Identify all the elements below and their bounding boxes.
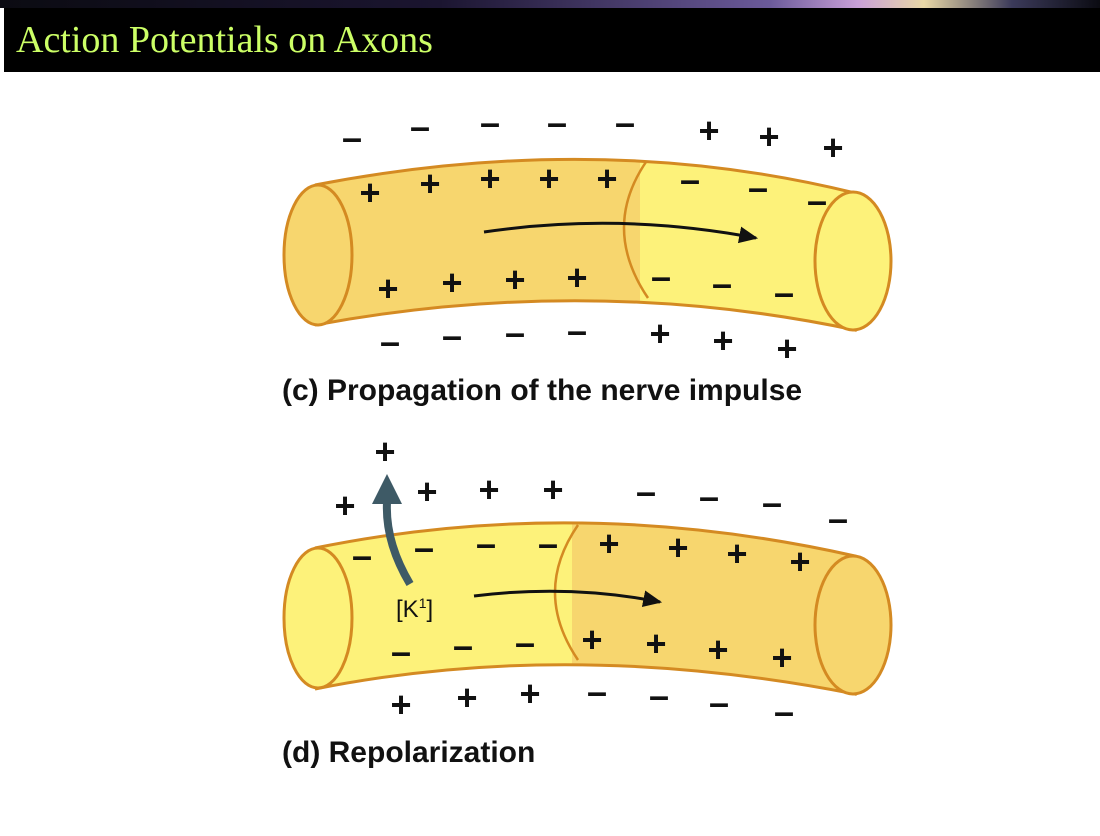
charge-symbol: + [822, 127, 843, 168]
charge-symbol: + [419, 163, 440, 204]
charge-symbol: – [442, 315, 462, 356]
charge-symbol: + [698, 110, 719, 151]
axon-c-left-cap [282, 183, 354, 327]
charge-symbol: – [587, 671, 607, 712]
axon-d [282, 521, 893, 696]
axon-c-boundary [622, 159, 650, 299]
charge-symbol: + [566, 257, 587, 298]
charge-symbol: + [789, 541, 810, 582]
charge-symbol: + [479, 158, 500, 199]
charge-symbol: – [567, 310, 587, 351]
charge-symbol: – [651, 256, 671, 297]
charge-symbol: – [515, 622, 535, 663]
charge-symbol: + [596, 158, 617, 199]
impulse-direction-arrow-c [483, 221, 759, 244]
charge-symbol: + [334, 485, 355, 526]
axon-c [282, 157, 893, 332]
top-decorative-strip [0, 0, 1100, 8]
charge-symbol: – [410, 106, 430, 147]
axon-d-right-cap [813, 554, 893, 696]
charge-symbol: – [807, 180, 827, 221]
panel-d-charges: + + + + + – – – – – – – – + + + + – – – … [334, 431, 848, 732]
axon-d-left-cap [282, 546, 354, 690]
charge-symbol: – [453, 625, 473, 666]
charge-symbol: – [774, 272, 794, 313]
charge-symbol: + [581, 619, 602, 660]
charge-symbol: – [480, 102, 500, 143]
charge-symbol: + [441, 262, 462, 303]
potassium-ion-label: [K1] [396, 595, 433, 623]
charge-symbol: – [649, 675, 669, 716]
charge-symbol: – [699, 476, 719, 517]
charge-symbol: + [374, 431, 395, 472]
charge-symbol: + [519, 673, 540, 714]
charge-symbol: + [377, 268, 398, 309]
charge-symbol: – [712, 263, 732, 304]
charge-symbol: + [645, 623, 666, 664]
impulse-direction-arrow-d [473, 589, 663, 607]
charge-symbol: + [390, 684, 411, 725]
charge-symbol: + [538, 158, 559, 199]
charge-symbol: + [771, 637, 792, 678]
title-bar: Action Potentials on Axons [4, 8, 1100, 72]
charge-symbol: – [709, 682, 729, 723]
charge-symbol: + [649, 313, 670, 354]
panel-c-charges: – – – – – + + + + + + + + – – – + + + + … [342, 102, 844, 369]
charge-symbol: – [414, 527, 434, 568]
charge-symbol: – [476, 523, 496, 564]
charge-symbol: + [712, 320, 733, 361]
charge-symbol: – [342, 117, 362, 158]
charge-symbol: – [748, 167, 768, 208]
charge-symbol: + [726, 533, 747, 574]
charge-symbol: + [416, 471, 437, 512]
charge-symbol: – [352, 535, 372, 576]
charge-symbol: + [758, 116, 779, 157]
charge-symbol: – [547, 102, 567, 143]
charge-symbol: + [598, 523, 619, 564]
charge-symbol: – [774, 691, 794, 732]
charge-symbol: + [504, 259, 525, 300]
charge-symbol: – [615, 102, 635, 143]
charge-symbol: + [667, 527, 688, 568]
potassium-efflux-arrow [372, 474, 414, 587]
axon-c-right-cap [813, 190, 893, 332]
charge-symbol: + [707, 629, 728, 670]
charge-symbol: – [505, 312, 525, 353]
charge-symbol: + [359, 172, 380, 213]
caption-c: (c) Propagation of the nerve impulse [282, 374, 802, 407]
slide-title: Action Potentials on Axons [16, 19, 433, 61]
charge-symbol: – [828, 498, 848, 539]
charge-symbol: – [538, 523, 558, 564]
charge-symbol: – [762, 482, 782, 523]
charge-symbol: – [391, 631, 411, 672]
charge-symbol: + [542, 469, 563, 510]
charge-symbol: – [636, 471, 656, 512]
charge-symbol: + [456, 677, 477, 718]
charge-symbol: + [776, 328, 797, 369]
caption-d: (d) Repolarization [282, 736, 535, 769]
charge-symbol: + [478, 469, 499, 510]
charge-symbol: – [680, 159, 700, 200]
charge-symbol: – [380, 321, 400, 362]
axon-diagram: – – – – – + + + + + + + + – – – + + + + … [282, 102, 893, 769]
